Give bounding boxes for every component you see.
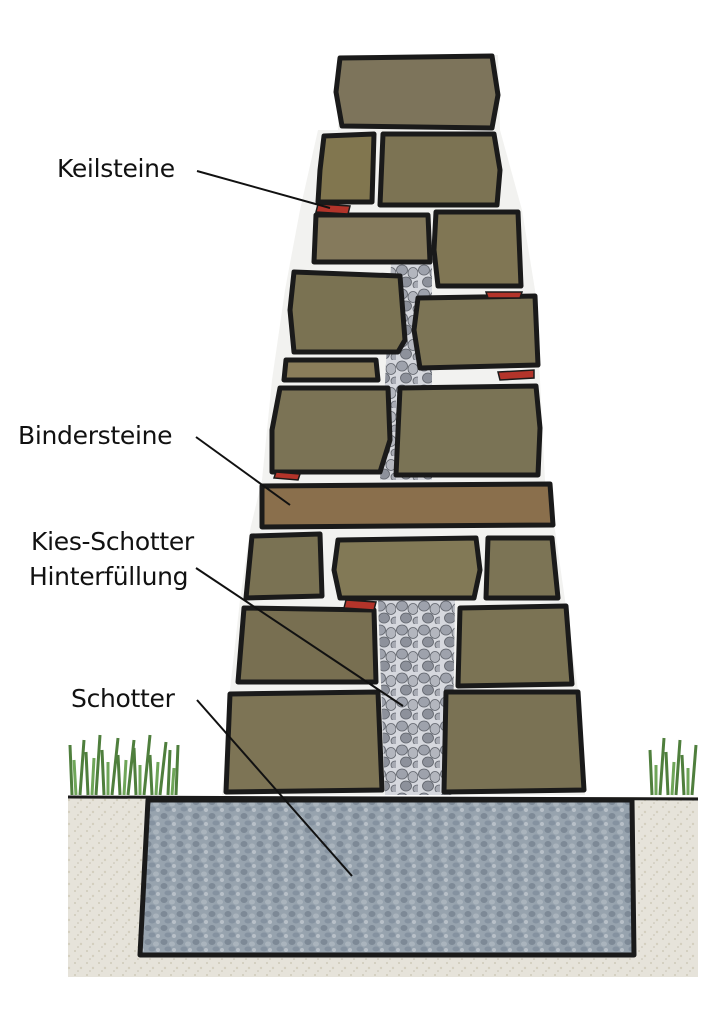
stone	[272, 388, 390, 472]
label-kies-schotter-line1: Kies-Schotter	[31, 527, 194, 557]
grass-right	[650, 738, 696, 795]
wedge-stone	[274, 472, 300, 480]
stone	[434, 212, 521, 286]
wedge-stone	[486, 292, 522, 298]
stone	[284, 360, 378, 380]
stone	[486, 538, 558, 598]
binder-stone	[262, 484, 553, 527]
stone	[238, 608, 376, 682]
stone	[314, 215, 430, 262]
stone	[334, 538, 480, 598]
foundation-gravel-bed	[140, 800, 634, 955]
stone	[396, 386, 540, 475]
stone	[414, 296, 538, 368]
stone	[444, 692, 584, 792]
wedge-stone	[498, 370, 534, 380]
cap-stone	[336, 56, 498, 128]
label-keilsteine: Keilsteine	[57, 154, 175, 184]
label-kies-schotter-line2: Hinterfüllung	[29, 562, 188, 592]
stone	[380, 134, 500, 205]
stone	[458, 606, 572, 686]
label-bindersteine: Bindersteine	[18, 421, 172, 451]
stone	[246, 534, 322, 598]
wedge-stone	[344, 600, 376, 610]
stone	[290, 272, 405, 352]
stone	[226, 692, 382, 792]
stone	[318, 134, 374, 202]
grass-left	[70, 735, 178, 795]
label-schotter: Schotter	[71, 684, 175, 714]
